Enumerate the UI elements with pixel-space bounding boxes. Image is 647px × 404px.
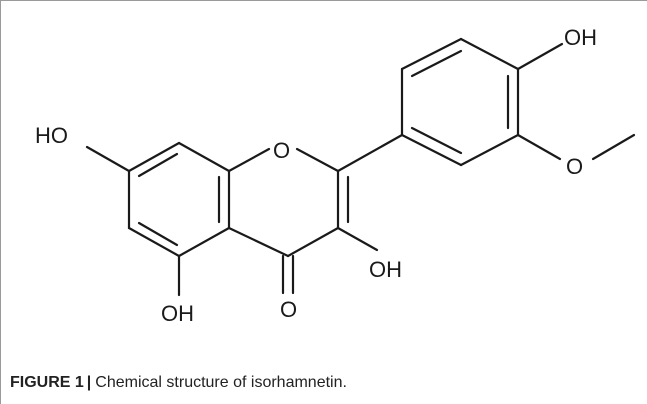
bond-c5p-c6p [459, 133, 520, 167]
figure-caption: FIGURE 1|Chemical structure of isorhamne… [10, 374, 347, 392]
caption-text: Chemical structure of isorhamnetin. [95, 374, 347, 391]
bond-c7-oh [85, 145, 131, 173]
bond-c6-c5 [127, 226, 181, 258]
bond-c4-c4a [227, 226, 290, 258]
label-oh-c3: OH [369, 257, 402, 282]
label-oh-c4prime: OH [564, 25, 597, 50]
bond-c8-c7 [127, 141, 181, 173]
label-ho-c7: HO [35, 123, 68, 148]
bond-c8a-c8 [177, 141, 231, 173]
bond-o1-c2 [295, 147, 340, 173]
bond-c3-c4 [286, 226, 340, 258]
bond-c8a-o1 [227, 147, 271, 173]
bond-c6p-c1p [400, 133, 463, 167]
bond-c6-c5-double [137, 221, 179, 247]
label-oh-c5: OH [161, 301, 194, 326]
bond-c2p-c3p-double [410, 49, 463, 78]
isorhamnetin-structure: HO O OH O OH OH O [35, 25, 636, 326]
bond-c5p-o [516, 133, 562, 161]
bond-c2-c1prime [336, 133, 404, 173]
bond-c3-oh [336, 226, 379, 252]
bond-c4p-oh [516, 42, 564, 71]
bond-c2p-c3p [400, 37, 463, 71]
bond-o-ch3 [591, 133, 636, 161]
bond-c3p-c4p [459, 37, 520, 71]
label-carbonyl-oxygen: O [280, 297, 297, 322]
bond-c6p-c1p-double [410, 126, 463, 155]
bond-c8-c7-double [137, 152, 179, 178]
bond-c5-c4a [177, 226, 231, 258]
label-ring-oxygen: O [273, 138, 290, 163]
label-methoxy-oxygen: O [566, 154, 583, 179]
figure-label: FIGURE 1 [10, 374, 84, 391]
caption-separator: | [86, 374, 92, 391]
